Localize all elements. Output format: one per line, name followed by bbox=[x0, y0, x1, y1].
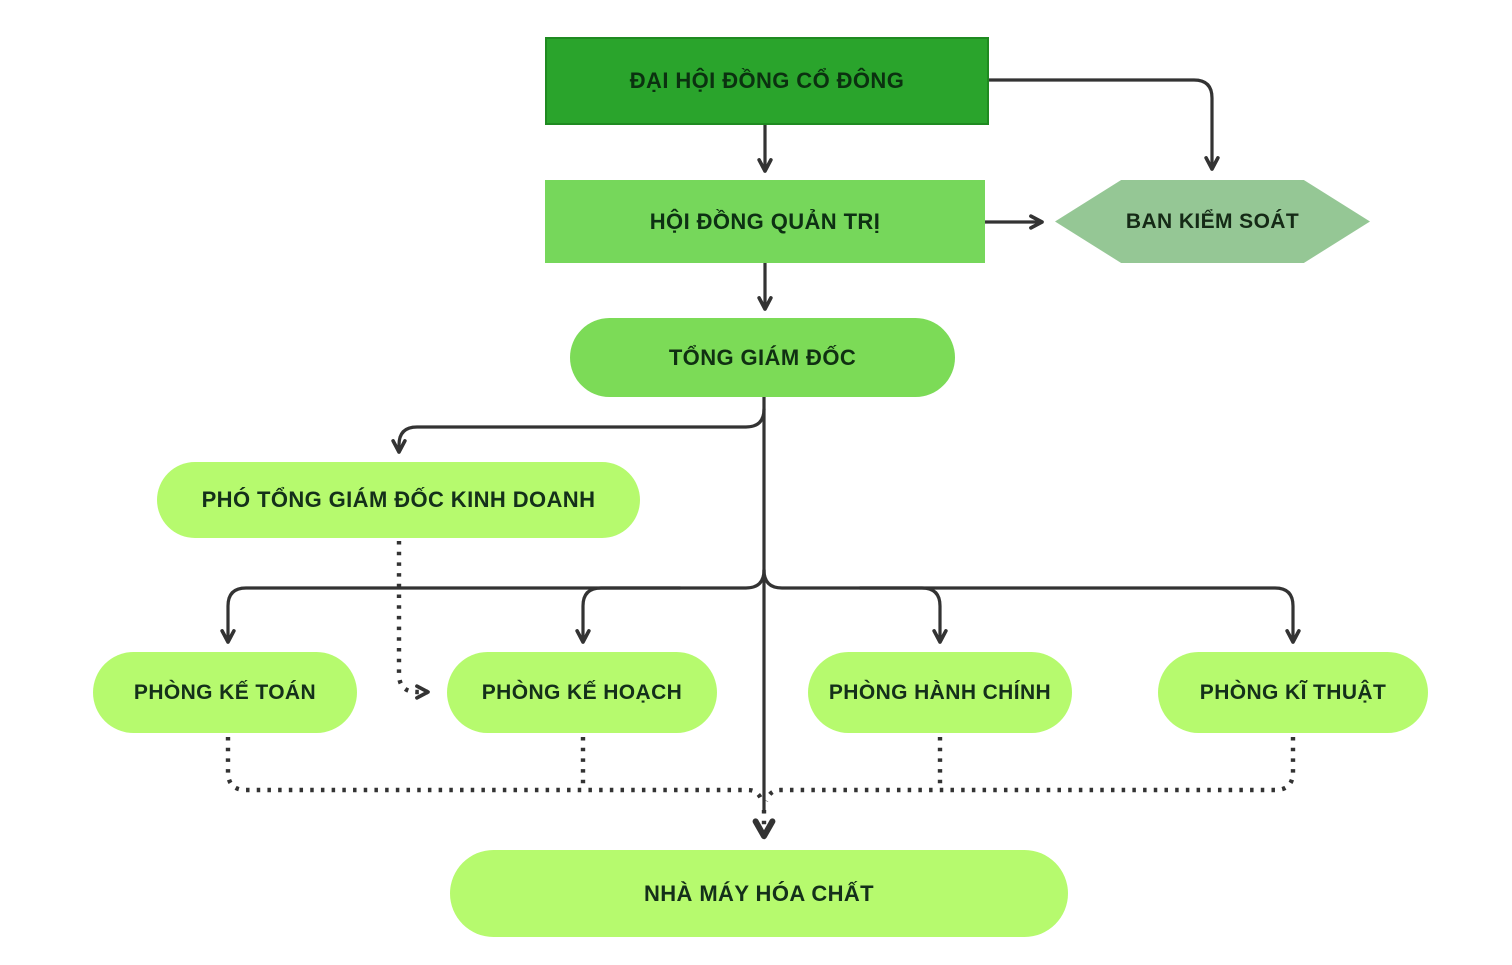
node-ceo: TỔNG GIÁM ĐỐC bbox=[570, 318, 955, 397]
node-ceo-label: TỔNG GIÁM ĐỐC bbox=[668, 344, 857, 370]
node-board-label: HỘI ĐỒNG QUẢN TRỊ bbox=[649, 208, 881, 234]
node-supervisory-board: BAN KIỂM SOÁT bbox=[1055, 180, 1370, 263]
edge-deputy-planning-dotted bbox=[396, 541, 430, 700]
node-admin-dept: PHÒNG HÀNH CHÍNH bbox=[808, 652, 1072, 733]
node-admin-dept-label: PHÒNG HÀNH CHÍNH bbox=[828, 680, 1052, 704]
node-deputy-ceo-business: PHÓ TỔNG GIÁM ĐỐC KINH DOANH bbox=[157, 462, 640, 538]
edge-trunk-technical bbox=[762, 568, 1301, 644]
edge-shareholders-supervisory bbox=[983, 78, 1220, 171]
node-planning-dept: PHÒNG KẾ HOẠCH bbox=[447, 652, 717, 733]
node-technical-dept-label: PHÒNG KĨ THUẬT bbox=[1199, 680, 1387, 704]
solid-connectors bbox=[220, 78, 1301, 814]
edge-technical-factory-dotted bbox=[763, 737, 1296, 802]
edge-ceo-deputy bbox=[391, 407, 766, 454]
edge-trunk-admin bbox=[858, 586, 948, 644]
node-technical-dept: PHÒNG KĨ THUẬT bbox=[1158, 652, 1428, 733]
node-supervisory-board-label: BAN KIỂM SOÁT bbox=[1125, 209, 1300, 233]
node-shareholders-label: ĐẠI HỘI ĐỒNG CỔ ĐÔNG bbox=[629, 68, 905, 93]
edge-accounting-factory-dotted bbox=[225, 737, 765, 802]
node-planning-dept-label: PHÒNG KẾ HOẠCH bbox=[481, 680, 683, 704]
edge-trunk-accounting bbox=[220, 568, 766, 644]
node-accounting-dept-label: PHÒNG KẾ TOÁN bbox=[133, 680, 317, 704]
node-board: HỘI ĐỒNG QUẢN TRỊ bbox=[545, 180, 985, 263]
edge-trunk-planning bbox=[575, 586, 682, 644]
node-chemical-factory-label: NHÀ MÁY HÓA CHẤT bbox=[643, 880, 875, 906]
node-deputy-ceo-business-label: PHÓ TỔNG GIÁM ĐỐC KINH DOANH bbox=[201, 487, 596, 512]
node-accounting-dept: PHÒNG KẾ TOÁN bbox=[93, 652, 357, 733]
dotted-connectors bbox=[225, 541, 1296, 840]
node-chemical-factory: NHÀ MÁY HÓA CHẤT bbox=[450, 850, 1068, 937]
node-shareholders: ĐẠI HỘI ĐỒNG CỔ ĐÔNG bbox=[545, 37, 989, 125]
